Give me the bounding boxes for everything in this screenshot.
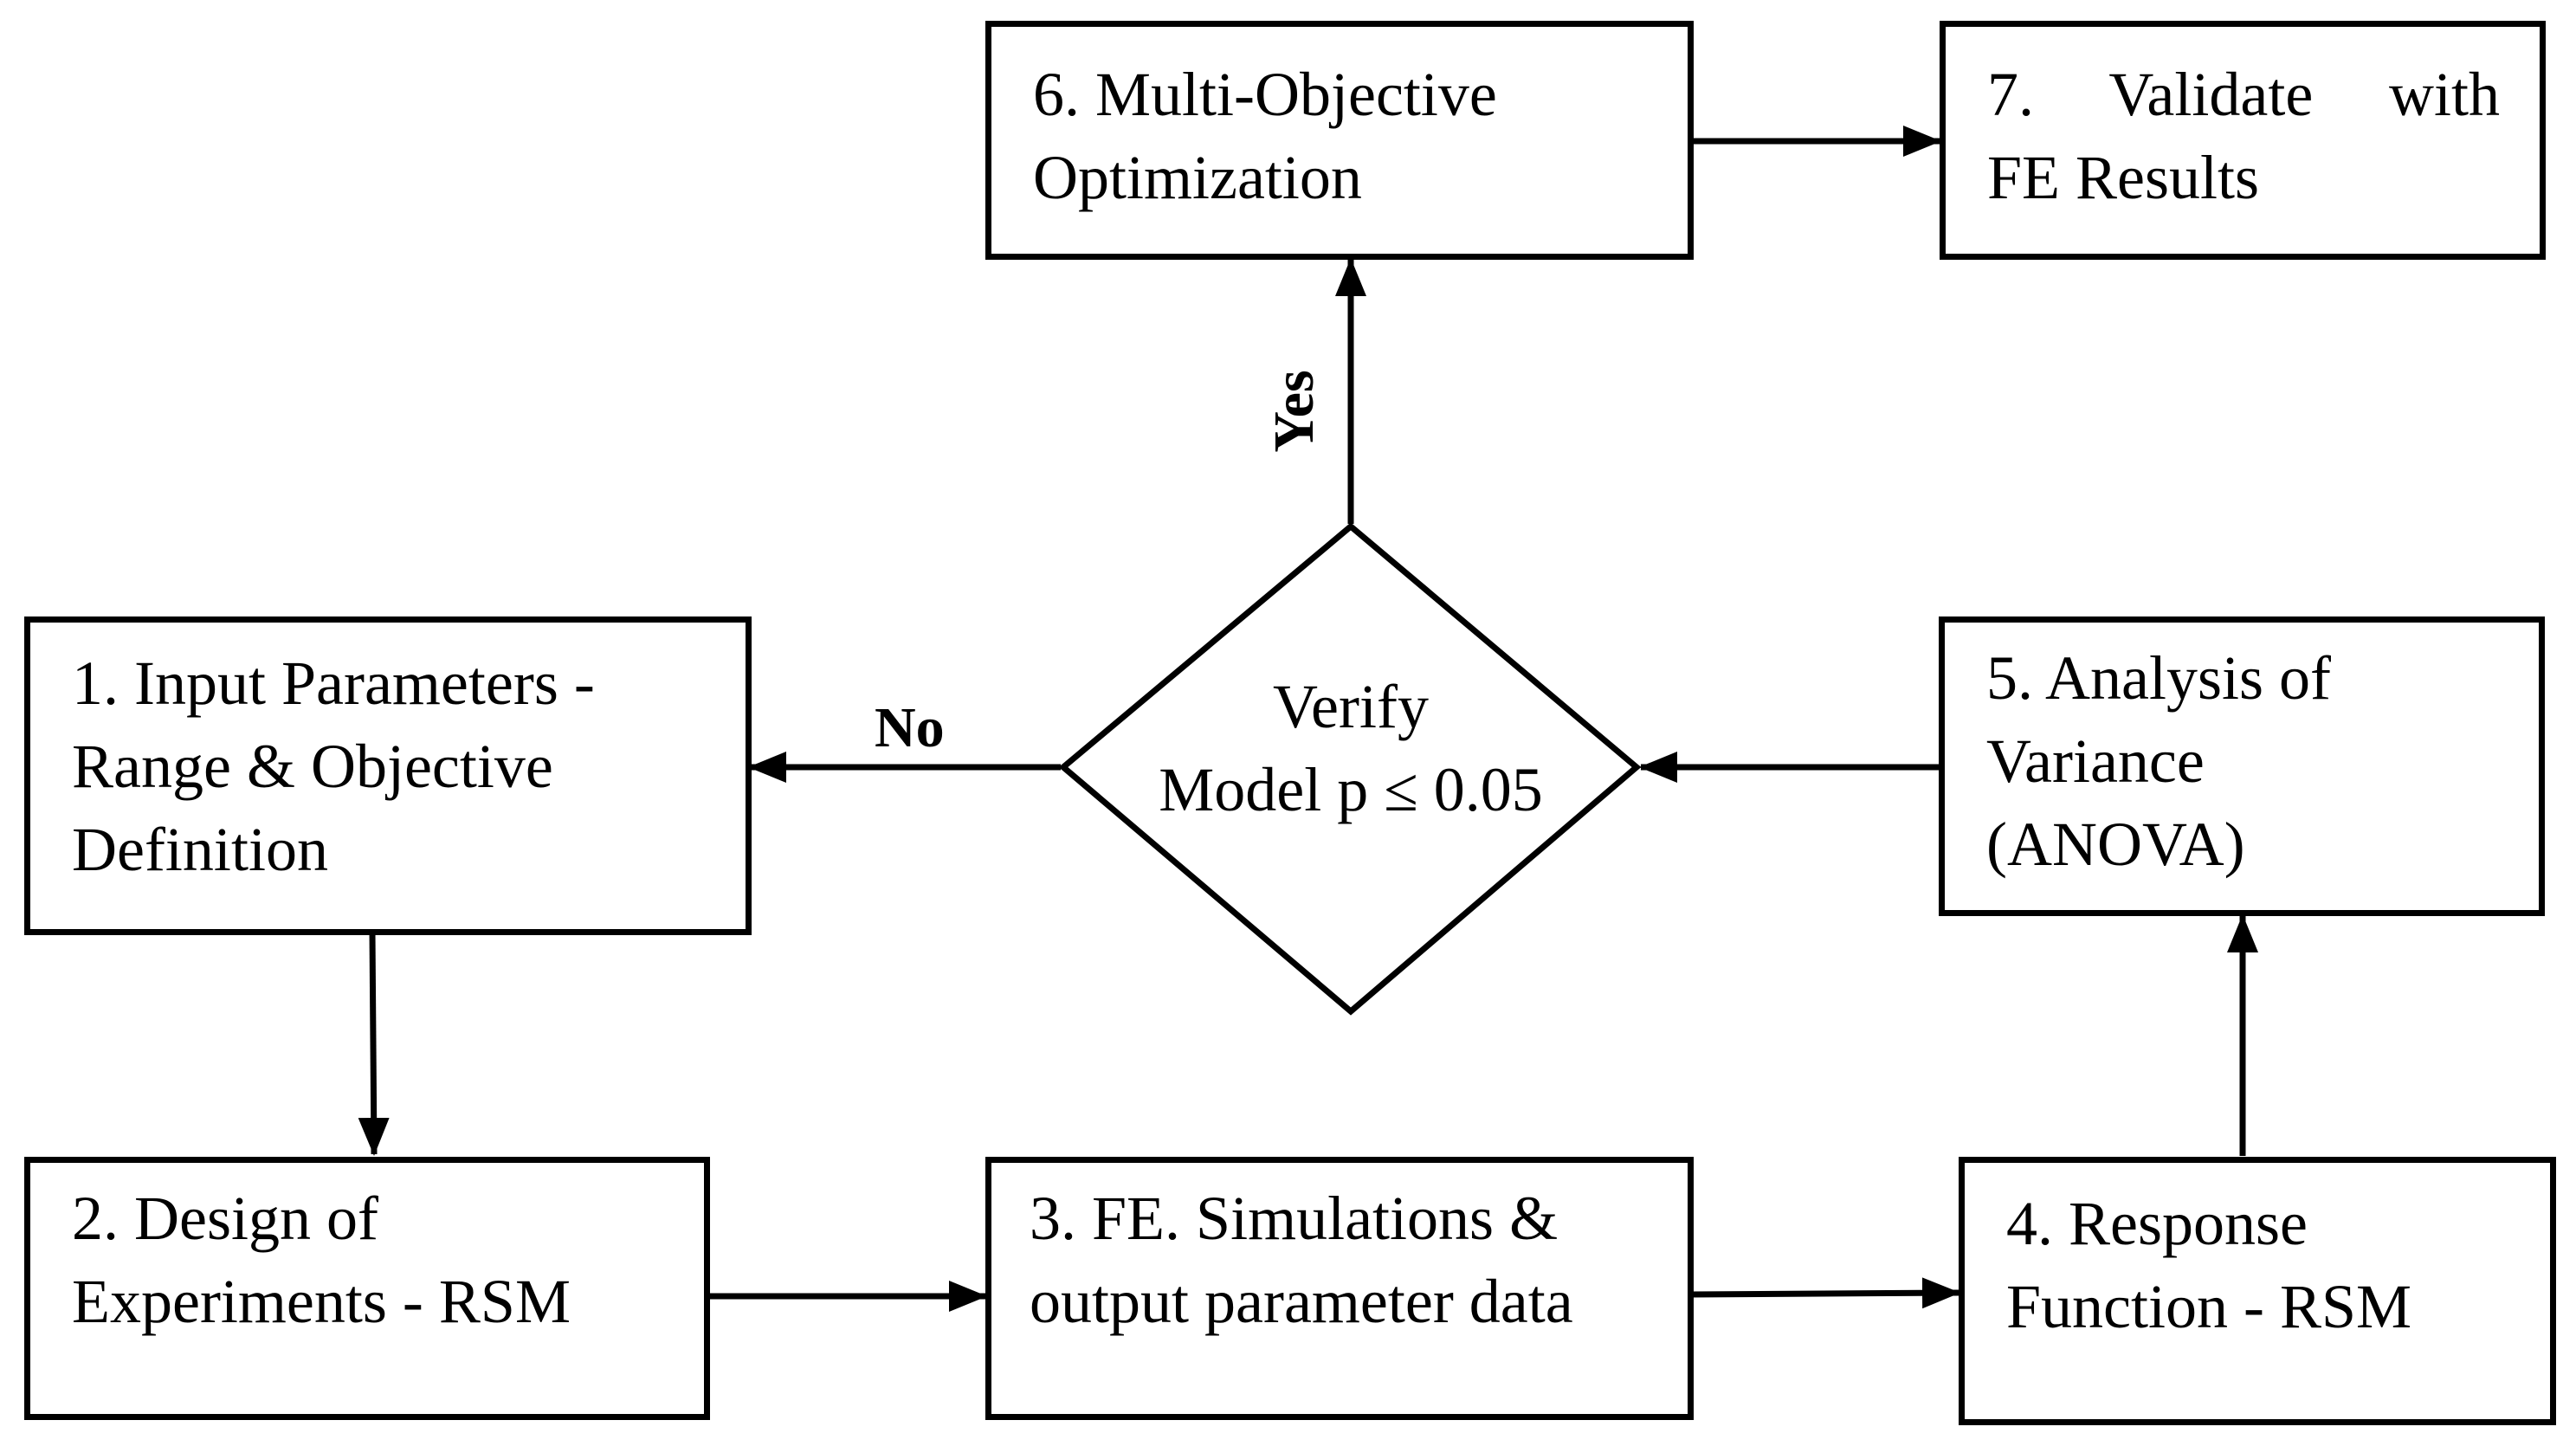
arrow-1-to-2 — [358, 932, 390, 1156]
step-4-line-1: 4. Response — [2006, 1189, 2308, 1258]
step-1-line-1: 1. Input Parameters - — [72, 649, 595, 718]
step-3-line-2: output parameter data — [1030, 1267, 1573, 1336]
step-7-validate-with-fe-results: 7. Validate with FE Results — [1940, 21, 2546, 260]
step-1-line-2: Range & Objective — [72, 732, 553, 801]
step-4-line-2: Function - RSM — [2006, 1272, 2412, 1341]
step-2-design-of-experiments: 2. Design of Experiments - RSM — [24, 1157, 710, 1420]
step-7-line-2: FE Results — [1987, 143, 2260, 212]
decision-diamond — [1058, 522, 1642, 1016]
step-5-line-3: (ANOVA) — [1986, 810, 2245, 879]
step-3-fe-simulations: 3. FE. Simulations & output parameter da… — [985, 1157, 1694, 1420]
step-6-line-1: 6. Multi-Objective — [1033, 60, 1497, 129]
decision-line-1: Verify — [1273, 672, 1429, 741]
decision-line-2: Model p ≤ 0.05 — [1159, 755, 1543, 824]
step-7-line-1: 7. Validate with — [1987, 60, 2500, 129]
step-1-input-parameters: 1. Input Parameters - Range & Objective … — [24, 616, 752, 935]
step-6-multi-objective-optimization: 6. Multi-Objective Optimization — [985, 21, 1694, 260]
decision-label: Verify Model p ≤ 0.05 — [1065, 665, 1637, 831]
step-2-line-1: 2. Design of — [72, 1184, 378, 1253]
step-5-line-2: Variance — [1986, 726, 2205, 796]
step-4-response-function: 4. Response Function - RSM — [1959, 1157, 2556, 1425]
arrow-3-to-4 — [1690, 1277, 1960, 1309]
step-5-line-1: 5. Analysis of — [1986, 643, 2332, 713]
yes-branch-label: Yes — [1262, 370, 1326, 453]
step-5-analysis-of-variance: 5. Analysis of Variance (ANOVA) — [1939, 616, 2545, 916]
step-6-line-2: Optimization — [1033, 143, 1362, 212]
step-3-line-1: 3. FE. Simulations & — [1030, 1184, 1559, 1253]
step-1-line-3: Definition — [72, 815, 328, 884]
step-2-line-2: Experiments - RSM — [72, 1267, 571, 1336]
no-branch-label: No — [875, 696, 945, 759]
